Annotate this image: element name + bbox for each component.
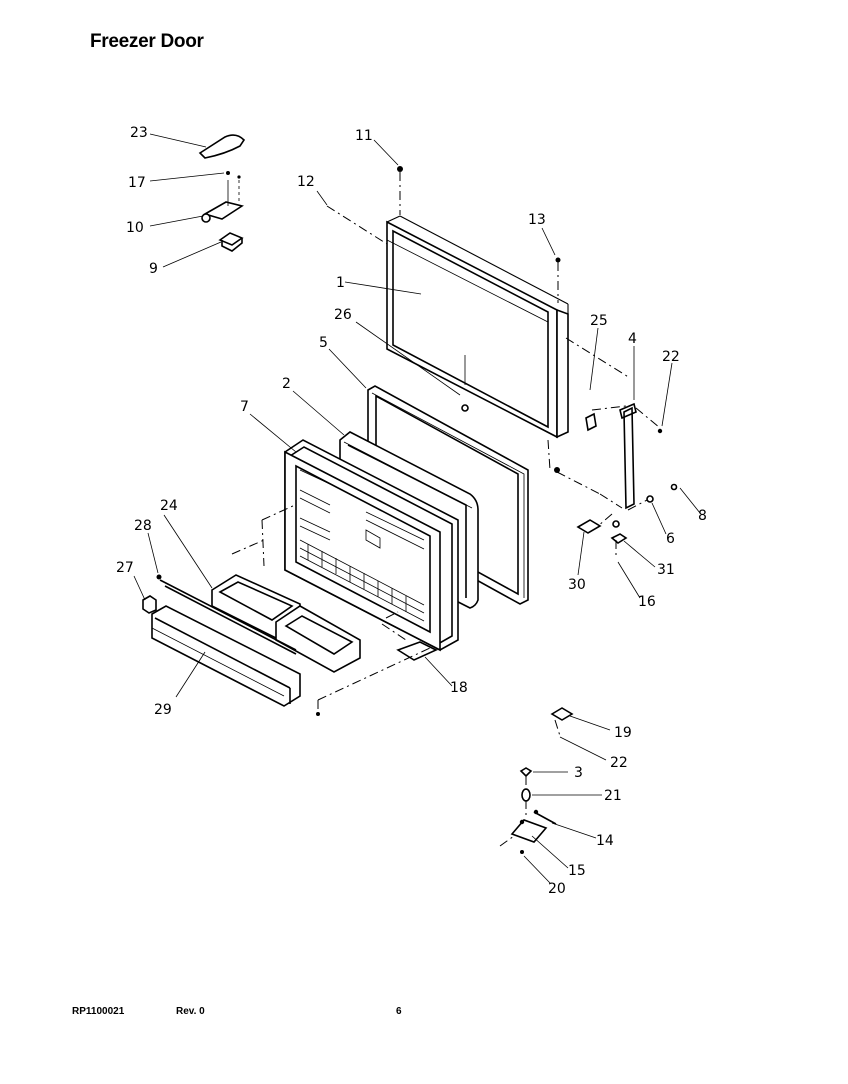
callout-1: 1 bbox=[336, 275, 345, 291]
part-11-screw bbox=[397, 166, 403, 215]
part-3-cap bbox=[519, 767, 533, 778]
part-23-handle-cap bbox=[198, 134, 246, 159]
part-8-pin bbox=[670, 483, 678, 491]
callout-27: 27 bbox=[116, 560, 134, 576]
callout-5: 5 bbox=[319, 335, 328, 351]
leader-lines bbox=[133, 133, 701, 884]
part-27-end-cap bbox=[142, 595, 157, 614]
callout-19: 19 bbox=[614, 725, 632, 741]
part-26-plug bbox=[461, 355, 469, 412]
callout-16: 16 bbox=[638, 594, 656, 610]
part-10-hinge-bracket bbox=[201, 180, 244, 223]
part-25-hinge-pin bbox=[585, 405, 627, 432]
callout-10: 10 bbox=[126, 220, 144, 236]
callout-29: 29 bbox=[154, 702, 172, 718]
callout-9: 9 bbox=[149, 261, 158, 277]
part-1-outer-door-panel bbox=[386, 215, 569, 439]
callout-7: 7 bbox=[240, 399, 249, 415]
part-28-bar bbox=[156, 574, 297, 655]
part-14-screw bbox=[533, 809, 557, 825]
callout-21: 21 bbox=[604, 788, 622, 804]
revision: Rev. 0 bbox=[176, 1006, 205, 1017]
document-code: RP1100021 bbox=[72, 1006, 125, 1017]
callout-12: 12 bbox=[297, 174, 315, 190]
callout-4: 4 bbox=[628, 331, 637, 347]
part-19-hinge-plate bbox=[550, 707, 574, 737]
callout-25: 25 bbox=[590, 313, 608, 329]
callout-3: 3 bbox=[574, 765, 583, 781]
callout-13: 13 bbox=[528, 212, 546, 228]
part-4-hinge-strip bbox=[565, 337, 637, 510]
part-13-screw bbox=[555, 257, 561, 303]
callout-22-top: 22 bbox=[662, 349, 680, 365]
part-15-hinge-bracket bbox=[499, 819, 548, 847]
callout-31: 31 bbox=[657, 562, 675, 578]
part-21-spacer bbox=[521, 788, 531, 802]
part-20-screw bbox=[520, 850, 524, 854]
part-31-bushing bbox=[610, 520, 628, 544]
part-9-bracket-base bbox=[218, 232, 244, 252]
part-30-hinge-block bbox=[576, 519, 602, 534]
callout-20: 20 bbox=[548, 881, 566, 897]
part-22-screw bbox=[635, 407, 663, 434]
callout-6: 6 bbox=[666, 531, 675, 547]
callout-23: 23 bbox=[130, 125, 148, 141]
part-17-screw bbox=[226, 171, 241, 179]
callout-15: 15 bbox=[568, 863, 586, 879]
part-18-label bbox=[396, 641, 438, 661]
callout-26: 26 bbox=[334, 307, 352, 323]
callout-28: 28 bbox=[134, 518, 152, 534]
callout-14: 14 bbox=[596, 833, 614, 849]
callout-30: 30 bbox=[568, 577, 586, 593]
callout-8: 8 bbox=[698, 508, 707, 524]
callout-labels: 1 2 3 4 5 6 7 8 9 10 11 12 13 14 15 16 1… bbox=[116, 125, 707, 897]
callout-24: 24 bbox=[160, 498, 178, 514]
part-7-door-liner bbox=[284, 439, 459, 652]
page-number: 6 bbox=[396, 1006, 402, 1017]
callout-17: 17 bbox=[128, 175, 146, 191]
callout-22-bottom: 22 bbox=[610, 755, 628, 771]
part-6-washer bbox=[627, 495, 654, 511]
part-24-door-bins bbox=[211, 574, 361, 673]
callout-11: 11 bbox=[355, 128, 373, 144]
part-29-bottom-trim bbox=[151, 605, 301, 707]
callout-18: 18 bbox=[450, 680, 468, 696]
callout-2: 2 bbox=[282, 376, 291, 392]
page-title: Freezer Door bbox=[90, 31, 204, 52]
